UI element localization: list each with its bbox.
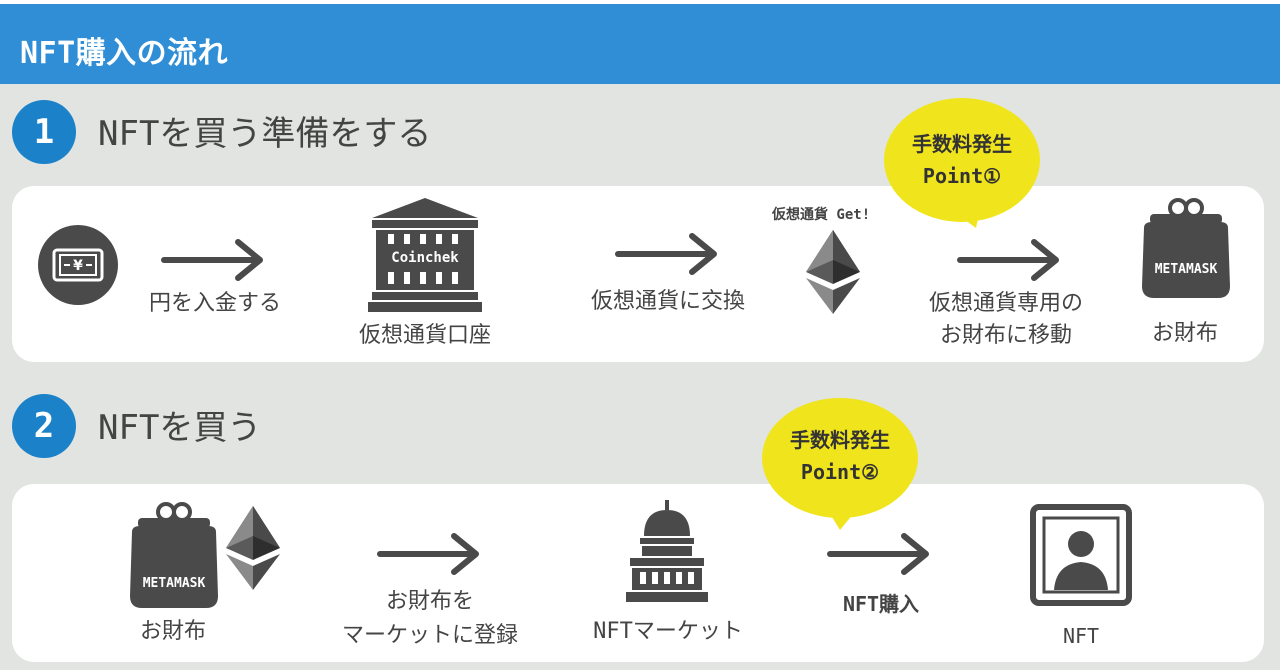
register-label-line1: お財布を xyxy=(385,589,474,614)
step-2-badge: 2 xyxy=(12,394,76,458)
wallet-brand: METAMASK xyxy=(142,576,206,591)
wallet-label: お財布 xyxy=(139,619,206,644)
arrow-right-icon xyxy=(376,532,484,576)
fee-bubble-point2: 手数料発生 Point② xyxy=(760,396,920,532)
step-2-title: NFTを買う xyxy=(98,408,262,448)
exchange-name: Coinchek xyxy=(391,250,459,266)
account-label: 仮想通貨口座 xyxy=(358,323,491,348)
step-1-title: NFTを買う準備をする xyxy=(98,114,432,154)
purchase-label: NFT購入 xyxy=(842,592,920,616)
top-border xyxy=(0,0,1280,4)
wallet-purse-icon xyxy=(1136,198,1236,300)
move-label-line2: お財布に移動 xyxy=(939,323,1072,348)
crypto-get-label: 仮想通貨 Get! xyxy=(772,207,871,223)
register-label-line2: マーケットに登録 xyxy=(341,623,518,648)
nft-portrait-frame-icon xyxy=(1030,504,1132,606)
yen-banknote-icon: ¥ xyxy=(36,223,120,307)
bank-building-icon xyxy=(368,196,482,314)
wallet-label: お財布 xyxy=(1151,321,1218,346)
fee-bubble-line2: Point② xyxy=(800,460,880,484)
step-1-badge: 1 xyxy=(12,100,76,164)
exchange-label: 仮想通貨に交換 xyxy=(590,289,745,314)
capitol-building-icon xyxy=(624,500,710,604)
ethereum-icon xyxy=(226,506,280,590)
market-label: NFTマーケット xyxy=(593,619,743,644)
deposit-label: 円を入金する xyxy=(148,291,281,316)
fee-bubble-line1: 手数料発生 xyxy=(912,132,1012,156)
arrow-right-icon xyxy=(826,532,934,576)
step-1-panel xyxy=(12,186,1264,362)
fee-bubble-line1: 手数料発生 xyxy=(790,428,890,452)
page-header: NFT購入の流れ xyxy=(0,4,1280,84)
arrow-right-icon xyxy=(956,238,1064,282)
page-title: NFT購入の流れ xyxy=(20,36,229,71)
wallet-brand: METAMASK xyxy=(1154,262,1218,277)
arrow-right-icon xyxy=(614,232,722,276)
wallet-purse-icon xyxy=(124,502,224,610)
svg-text:¥: ¥ xyxy=(73,258,83,274)
arrow-right-icon xyxy=(160,238,268,282)
fee-bubble-point1: 手数料発生 Point① xyxy=(882,96,1042,230)
move-label-line1: 仮想通貨専用の xyxy=(928,291,1083,316)
fee-bubble-line2: Point① xyxy=(922,164,1002,188)
nft-label: NFT xyxy=(1062,624,1100,648)
ethereum-icon xyxy=(806,230,860,314)
